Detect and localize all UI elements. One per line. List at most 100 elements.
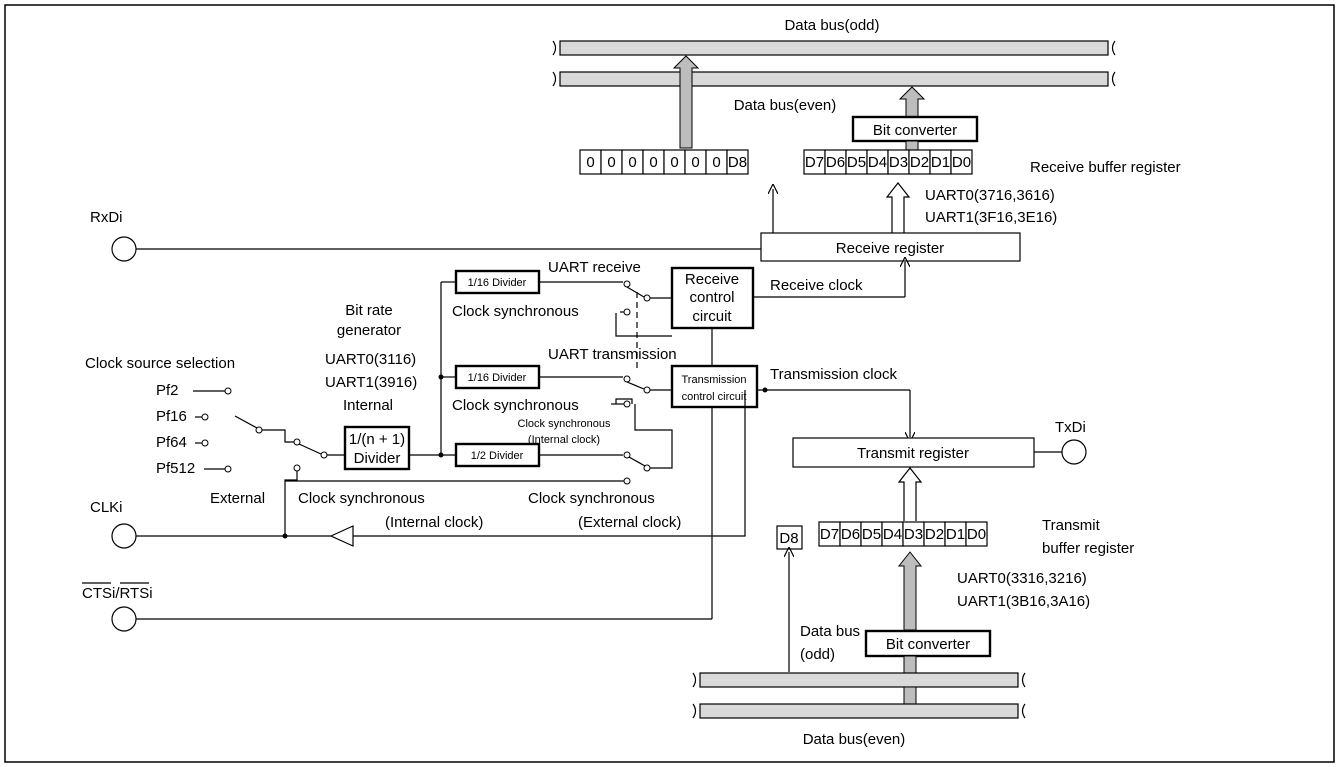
tx-lower-label-1: D6: [841, 526, 860, 543]
rx-upper-label-1: 0: [607, 154, 615, 171]
receive-buffer-uart0-address: UART0(3716,3616): [925, 187, 1055, 204]
receive-buffer-register-label: Receive buffer register: [1030, 159, 1181, 176]
transmission-clock-label: Transmission clock: [770, 366, 897, 383]
txd-pin: [1061, 439, 1087, 465]
receive-control-circuit-line2: control: [689, 289, 734, 306]
receive-register-to-buffer-arrow: [885, 182, 911, 233]
rx-upper-cell-7: [726, 149, 749, 175]
data-bus-odd-top-label: Data bus(odd): [784, 17, 879, 34]
receive-control-circuit-line1: Receive: [685, 271, 739, 288]
brg-uart1-address: UART1(3916): [325, 374, 417, 391]
transmit-register: [792, 437, 1035, 468]
receive-bit-converter-label: Bit converter: [873, 122, 957, 139]
data-bus-even-bottom-label: Data bus(even): [803, 731, 906, 748]
uart-transmission-label: UART transmission: [548, 346, 677, 363]
rx-lower-label-7: D0: [952, 154, 971, 171]
rxd-pin-label: RxDi: [90, 209, 123, 226]
receive-register-label: Receive register: [836, 240, 944, 257]
rx-upper-label-3: 0: [649, 154, 657, 171]
internal-label: Internal: [343, 397, 393, 414]
data-bus-odd-bottom-label-2: (odd): [800, 646, 835, 663]
clock-sync-ext-clk-2: (External clock): [578, 514, 681, 531]
cts-rts-pin: [111, 606, 137, 632]
tx-lower-label-3: D4: [883, 526, 902, 543]
tx-lower-label-4: D3: [904, 526, 923, 543]
transmit-buffer-label-1: Transmit: [1042, 517, 1101, 534]
clock-sync-internal-small-1: Clock synchronous: [518, 418, 611, 430]
transmit-d8-label: D8: [779, 530, 798, 547]
receive-buffer-uart1-address: UART1(3F16,3E16): [925, 209, 1057, 226]
upper-bits-to-odd-bus-arrow: [672, 55, 700, 149]
transmit-buffer-to-register-arrow: [897, 467, 923, 521]
transmit-bit-converter-label: Bit converter: [886, 636, 970, 653]
source-pf2: Pf2: [156, 382, 179, 399]
rx-lower-label-3: D4: [868, 154, 887, 171]
transmission-control-circuit-line2: control circuit: [682, 391, 747, 403]
rx-lower-label-2: D5: [847, 154, 866, 171]
clk-pin-label: CLKi: [90, 499, 123, 516]
half-divider-label: 1/2 Divider: [471, 450, 524, 462]
rxd-pin: [111, 236, 137, 262]
transmission-control-circuit: [670, 364, 759, 409]
transmit-register-label: Transmit register: [857, 445, 969, 462]
transmit-buffer-uart0-address: UART0(3316,3216): [957, 570, 1087, 587]
clk-pin: [111, 523, 137, 549]
clock-output-buffer: [329, 525, 354, 547]
source-pf16: Pf16: [156, 408, 187, 425]
rx-lower-label-0: D7: [805, 154, 824, 171]
transmit-buffer-label-2: buffer register: [1042, 540, 1134, 557]
bit-rate-divider-line1: 1/(n + 1): [349, 431, 405, 448]
transmit-bit-converter: [864, 629, 992, 658]
receive-clock-label: Receive clock: [770, 277, 863, 294]
transmission-control-circuit-line1: Transmission: [682, 374, 747, 386]
rx-upper-label-2: 0: [628, 154, 636, 171]
receive-register: [760, 232, 1021, 262]
receive-control-circuit-line3: circuit: [692, 308, 732, 325]
source-pf64: Pf64: [156, 434, 187, 451]
rx-lower-cell-7: [950, 149, 973, 175]
bit-rate-label: Bit rate: [345, 302, 393, 319]
rx-lower-label-1: D6: [826, 154, 845, 171]
receive-1-16-divider-label: 1/16 Divider: [468, 277, 527, 289]
clock-sync-tx-label: Clock synchronous: [452, 397, 579, 414]
uart-receive-label: UART receive: [548, 259, 641, 276]
rx-upper-label-0: 0: [586, 154, 594, 171]
external-label: External: [210, 490, 265, 507]
rx-lower-label-5: D2: [910, 154, 929, 171]
rx-lower-label-4: D3: [889, 154, 908, 171]
tx-lower-label-5: D2: [925, 526, 944, 543]
bit-converter-to-transmit-buffer-arrow: [897, 551, 923, 631]
data-bus-even-top: [552, 71, 1116, 87]
transmit-bit-converter-link: [903, 655, 917, 674]
clock-sync-internal-small-2: (Internal clock): [528, 434, 600, 446]
data-bus-odd-bottom: [692, 672, 1026, 688]
generator-label: generator: [337, 322, 401, 339]
diagram-frame: [4, 4, 1335, 763]
txd-pin-label: TxDi: [1055, 419, 1086, 436]
receive-bit-converter-link: [905, 140, 919, 151]
data-bus-even-top-label: Data bus(even): [734, 97, 837, 114]
rx-upper-label-4: 0: [670, 154, 678, 171]
transmit-1-16-divider-label: 1/16 Divider: [468, 372, 527, 384]
clock-sync-rx-label: Clock synchronous: [452, 303, 579, 320]
odd-bus-to-even-bus-link: [903, 686, 917, 705]
bit-rate-divider-line2: Divider: [354, 450, 401, 467]
transmit-buffer-uart1-address: UART1(3B16,3A16): [957, 593, 1090, 610]
data-bus-odd-bottom-label-1: Data bus: [800, 623, 860, 640]
cts-rts-pin-label: CTSi/RTSi: [82, 585, 153, 602]
bit-converter-to-even-bus-arrow: [898, 86, 926, 118]
rx-lower-label-6: D1: [931, 154, 950, 171]
clock-source-selection-label: Clock source selection: [85, 355, 235, 372]
data-bus-odd-top: [552, 40, 1116, 56]
tx-lower-label-2: D5: [862, 526, 881, 543]
tx-lower-label-0: D7: [820, 526, 839, 543]
brg-uart0-address: UART0(3116): [325, 351, 416, 368]
tx-lower-cell-7: [965, 521, 988, 547]
tx-lower-label-7: D0: [967, 526, 986, 543]
data-bus-even-bottom: [692, 703, 1026, 719]
source-pf512: Pf512: [156, 460, 195, 477]
rx-upper-label-5: 0: [691, 154, 699, 171]
